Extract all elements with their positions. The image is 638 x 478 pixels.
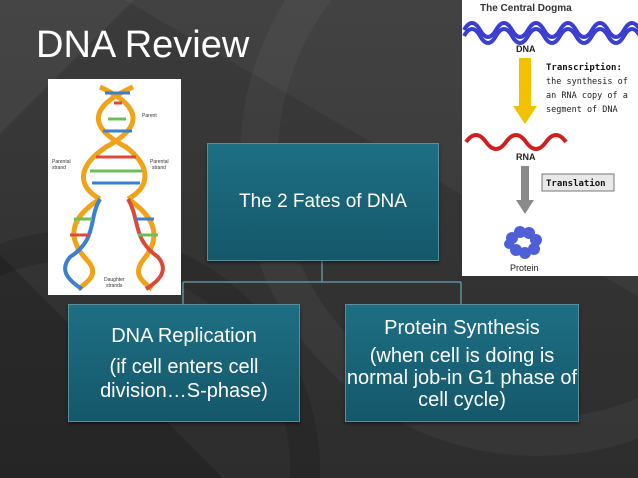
central-dogma-illustration: The Central Dogma DNA Transcription: the… xyxy=(462,3,638,273)
dna-replication-image: Parent Parental strand Parental strand D… xyxy=(48,79,181,295)
protein-synthesis-heading: Protein Synthesis xyxy=(384,317,540,339)
dna-replication-heading: DNA Replication xyxy=(111,325,257,347)
rna-label: RNA xyxy=(516,152,536,162)
parent-label: Parent xyxy=(142,113,157,119)
protein-synthesis-detail: (when cell is doing is normal job-in G1 … xyxy=(346,345,578,411)
parental-strand-left-label: Parental xyxy=(52,159,71,165)
parental-strand-right-label: Parental xyxy=(150,159,169,165)
dna-helix-illustration: Parent Parental strand Parental strand D… xyxy=(52,84,169,292)
protein-synthesis-box: Protein Synthesis (when cell is doing is… xyxy=(345,304,579,422)
daughter-strands-label: Daughter xyxy=(104,277,125,283)
central-dogma-title: The Central Dogma xyxy=(480,3,572,14)
dna-replication-box: DNA Replication (if cell enters cell div… xyxy=(68,304,300,422)
slide-title: DNA Review xyxy=(36,24,250,66)
svg-text:strand: strand xyxy=(152,165,166,171)
transcription-text-line-2: an RNA copy of a xyxy=(546,91,628,101)
protein-icon xyxy=(504,226,542,259)
transcription-heading: Transcription: xyxy=(546,62,622,73)
translation-label: Translation xyxy=(546,178,606,189)
root-node-box: The 2 Fates of DNA xyxy=(207,143,439,261)
svg-text:strands: strands xyxy=(106,283,123,289)
root-node-label: The 2 Fates of DNA xyxy=(239,191,407,212)
protein-label: Protein xyxy=(510,263,539,273)
transcription-text-line-1: the synthesis of xyxy=(546,77,628,87)
dna-label: DNA xyxy=(516,44,536,54)
dna-replication-detail: (if cell enters cell division…S-phase) xyxy=(100,356,268,402)
svg-text:strand: strand xyxy=(52,165,66,171)
transcription-text-line-3: segment of DNA xyxy=(546,105,618,115)
central-dogma-image: The Central Dogma DNA Transcription: the… xyxy=(462,0,638,276)
